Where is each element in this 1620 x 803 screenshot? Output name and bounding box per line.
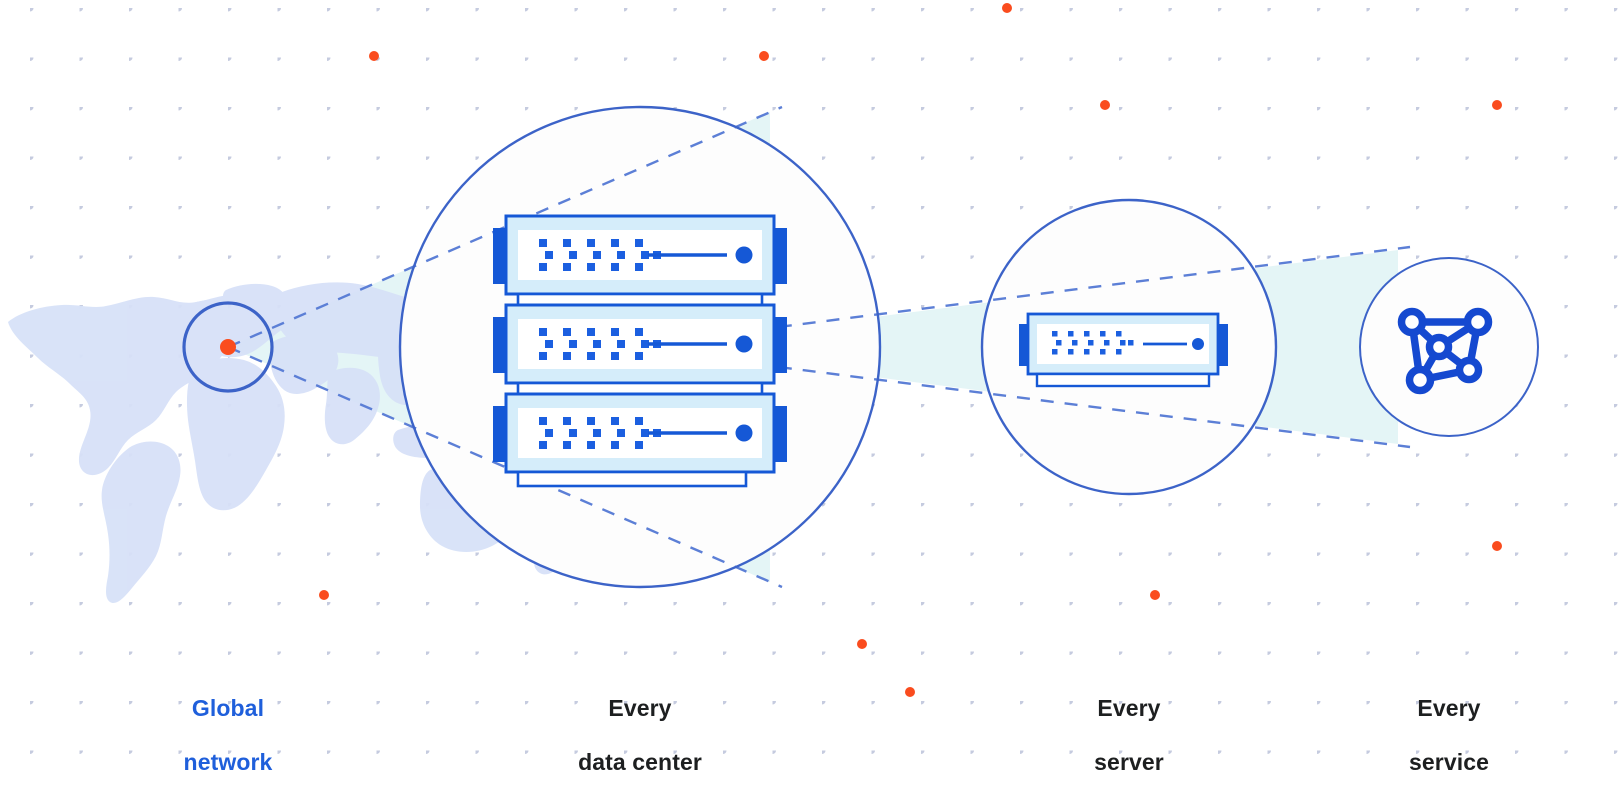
- stage-label-every-server: Every server: [1029, 668, 1229, 803]
- stage-label-line2: server: [1094, 749, 1164, 775]
- rack-unit-led-grid: [539, 239, 661, 271]
- accent-dot: [1150, 590, 1160, 600]
- rack-unit-status-dot: [735, 424, 753, 442]
- server-unit-icon: [1019, 312, 1228, 388]
- server-circle: [980, 198, 1278, 496]
- server-unit-base: [1035, 372, 1211, 388]
- stage-label-line1: Every: [608, 695, 672, 721]
- stage-label-every-data-center: Every data center: [520, 668, 760, 803]
- server-unit-led-grid: [1052, 331, 1134, 355]
- accent-dot: [369, 51, 379, 61]
- zoom-hierarchy-diagram: Global network Every data center Every s…: [0, 0, 1620, 782]
- data-center-circle: [398, 105, 882, 589]
- rack-unit-status-dot: [735, 335, 753, 353]
- accent-dot-group: [319, 3, 1502, 697]
- stage-label-line2: network: [183, 749, 273, 775]
- stage-label-line1: Every: [1097, 695, 1161, 721]
- rack-rail-base: [516, 470, 748, 488]
- funnel-1-top-dash: [227, 105, 783, 349]
- stage-label-global-network: Global network: [128, 668, 328, 803]
- rack-unit-status-dot: [735, 246, 753, 264]
- funnel-1-bottom-dash: [227, 345, 783, 589]
- stage-label-line1: Global: [191, 695, 265, 721]
- server-unit-status-dot: [1192, 338, 1204, 350]
- stage-label-every-service: Every service: [1349, 668, 1549, 803]
- diagram-artwork: [0, 0, 1620, 782]
- accent-dot: [1492, 100, 1502, 110]
- accent-dot: [1002, 3, 1012, 13]
- service-circle: [1359, 257, 1539, 437]
- stage-label-line2: service: [1409, 749, 1489, 775]
- accent-dot: [1100, 100, 1110, 110]
- rack-unit: [493, 214, 787, 296]
- network-graph-icon: [1397, 307, 1493, 395]
- accent-dot: [1492, 541, 1502, 551]
- accent-dot: [857, 639, 867, 649]
- graph-node: [1455, 356, 1483, 384]
- accent-dot: [759, 51, 769, 61]
- stage-label-line2: data center: [578, 749, 702, 775]
- graph-node: [1405, 365, 1435, 395]
- accent-dot: [319, 590, 329, 600]
- stage-label-line1: Every: [1417, 695, 1481, 721]
- accent-dot: [905, 687, 915, 697]
- server-rack-icon: [493, 214, 787, 488]
- global-network-circle: [182, 301, 274, 393]
- graph-node: [1397, 307, 1427, 337]
- rack-unit: [493, 392, 787, 474]
- rack-unit: [493, 303, 787, 385]
- graph-node: [1425, 333, 1453, 361]
- graph-node: [1463, 307, 1493, 337]
- zoom-circle-group: [182, 105, 1539, 589]
- location-pin-icon: [220, 339, 236, 355]
